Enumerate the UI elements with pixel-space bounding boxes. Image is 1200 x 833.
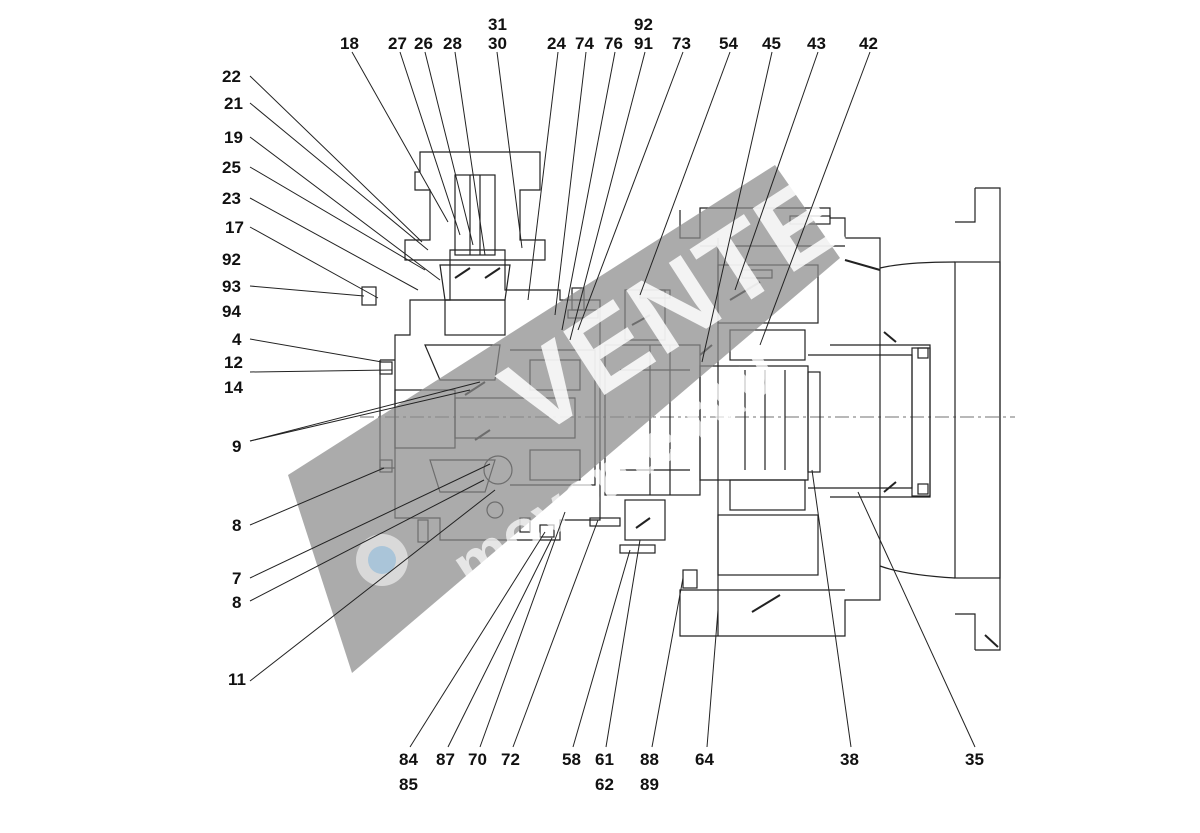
callout-label: 58 (562, 750, 581, 769)
callout-label: 84 (399, 750, 418, 769)
callout-label: 26 (414, 34, 433, 53)
callout-label: 91 (634, 34, 653, 53)
callout-labels: 18 27 26 28 31 30 24 74 76 92 91 73 54 4… (222, 15, 984, 794)
callout-label: 27 (388, 34, 407, 53)
callout-label: 43 (807, 34, 826, 53)
callout-label: 24 (547, 34, 566, 53)
callout-label: 35 (965, 750, 984, 769)
callout-label: 12 (224, 353, 243, 372)
callout-label: 23 (222, 189, 241, 208)
callout-label: 31 (488, 15, 507, 34)
callout-label: 45 (762, 34, 781, 53)
callout-label: 64 (695, 750, 714, 769)
callout-label: 88 (640, 750, 659, 769)
callout-label: 92 (634, 15, 653, 34)
callout-label: 11 (228, 670, 246, 689)
callout-label: 9 (232, 437, 241, 456)
callout-label: 73 (672, 34, 691, 53)
callout-label: 72 (501, 750, 520, 769)
callout-label: 62 (595, 775, 614, 794)
callout-label: 25 (222, 158, 241, 177)
callout-label: 94 (222, 302, 241, 321)
callout-label: 70 (468, 750, 487, 769)
callout-label: 18 (340, 34, 359, 53)
callout-label: 17 (225, 218, 244, 237)
callout-label: 38 (840, 750, 859, 769)
callout-label: 28 (443, 34, 462, 53)
callout-label: 76 (604, 34, 623, 53)
callout-label: 14 (224, 378, 243, 397)
callout-label: 74 (575, 34, 594, 53)
callout-label: 4 (232, 330, 242, 349)
callout-label: 7 (232, 569, 241, 588)
callout-label: 54 (719, 34, 738, 53)
callout-label: 85 (399, 775, 418, 794)
leader-lines (249, 51, 976, 748)
callout-label: 42 (859, 34, 878, 53)
callout-label: 8 (232, 516, 241, 535)
callout-label: 89 (640, 775, 659, 794)
callout-label: 93 (222, 277, 241, 296)
callout-label: 87 (436, 750, 455, 769)
callout-label: 30 (488, 34, 507, 53)
callout-label: 92 (222, 250, 241, 269)
watermark-band (288, 165, 840, 673)
callout-label: 19 (224, 128, 243, 147)
callout-label: 21 (224, 94, 243, 113)
callout-label: 8 (232, 593, 241, 612)
callout-label: 61 (595, 750, 614, 769)
callout-label: 22 (222, 67, 241, 86)
